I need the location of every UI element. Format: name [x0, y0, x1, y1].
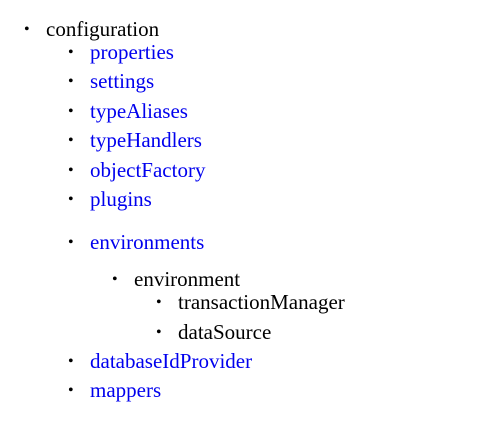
environment-children: • transactionManager • dataSource	[0, 268, 496, 350]
tree-item-environment: • environment • transactionManager • dat…	[0, 268, 496, 350]
tree-item-properties: • properties	[0, 41, 496, 70]
tree-item-transactionmanager: • transactionManager	[0, 291, 496, 320]
typehandlers-link[interactable]: typeHandlers	[90, 128, 202, 153]
configuration-tree: • configuration • properties • settings …	[0, 4, 496, 409]
objectfactory-link[interactable]: objectFactory	[90, 157, 206, 182]
bullet-icon: •	[68, 234, 74, 252]
tree-item-typehandlers: • typeHandlers	[0, 129, 496, 158]
bullet-icon: •	[68, 73, 74, 91]
bullet-icon: •	[68, 102, 74, 120]
bullet-icon: •	[156, 323, 162, 341]
bullet-icon: •	[112, 271, 118, 289]
environments-link[interactable]: environments	[90, 230, 205, 255]
bullet-icon: •	[68, 190, 74, 208]
typealiases-link[interactable]: typeAliases	[90, 98, 188, 123]
tree-item-datasource: • dataSource	[0, 319, 496, 350]
bullet-icon: •	[68, 161, 74, 179]
bullet-icon: •	[68, 132, 74, 150]
tree-label-datasource: dataSource	[178, 319, 272, 344]
tree-label-environment: environment	[134, 267, 241, 292]
tree-label-transactionmanager: transactionManager	[178, 290, 345, 315]
tree-item-settings: • settings	[0, 70, 496, 99]
settings-link[interactable]: settings	[90, 69, 155, 94]
databaseidprovider-link[interactable]: databaseIdProvider	[90, 348, 253, 373]
bullet-icon: •	[68, 382, 74, 400]
plugins-link[interactable]: plugins	[90, 186, 152, 211]
tree-label-configuration: configuration	[46, 17, 160, 41]
tree-item-environments: • environments • environment • transacti…	[0, 231, 496, 350]
tree-item-configuration: • configuration • properties • settings …	[0, 18, 496, 409]
tree-item-objectfactory: • objectFactory	[0, 157, 496, 188]
environments-children: • environment • transactionManager • dat…	[0, 231, 496, 350]
bullet-icon: •	[68, 352, 74, 370]
tree-item-plugins: • plugins	[0, 186, 496, 217]
bullet-icon: •	[156, 294, 162, 312]
configuration-children: • properties • settings • typeAliases • …	[0, 18, 496, 409]
bullet-icon: •	[24, 21, 30, 38]
tree-item-mappers: • mappers	[0, 379, 496, 408]
mappers-link[interactable]: mappers	[90, 378, 162, 403]
properties-link[interactable]: properties	[90, 40, 174, 64]
tree-item-typealiases: • typeAliases	[0, 98, 496, 129]
bullet-icon: •	[68, 44, 74, 61]
tree-item-databaseidprovider: • databaseIdProvider	[0, 348, 496, 379]
